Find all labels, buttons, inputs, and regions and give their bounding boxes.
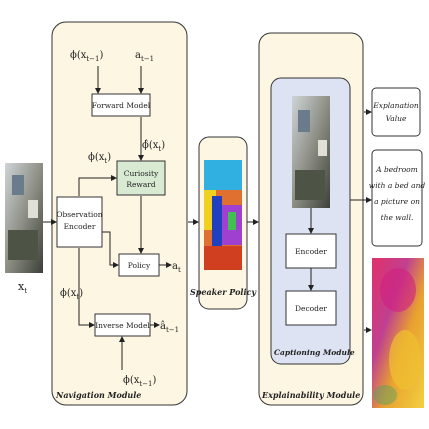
decoder-label: Decoder xyxy=(295,304,327,313)
curiosity-label-line2: Reward xyxy=(126,180,156,189)
phi-prev-bottom-label: ϕ(xt−1) xyxy=(123,375,157,388)
explanation-line1: Explanation xyxy=(372,101,419,110)
phi-xt-lower-label: ϕ(xt) xyxy=(60,288,83,301)
observation-encoder-box xyxy=(56,196,103,248)
forward-model-box xyxy=(91,93,151,117)
caption-output-box xyxy=(371,149,423,247)
caption-line2: with a bed and xyxy=(369,181,426,190)
caption-line3: a picture on xyxy=(374,197,420,206)
input-label-xt: xt xyxy=(18,280,27,295)
arrow-encoder-to-inverse xyxy=(78,248,95,328)
observation-encoder-line1: Observation xyxy=(56,210,102,219)
caption-line4: the wall. xyxy=(381,213,414,222)
speaker-policy-label: Speaker Policy xyxy=(190,287,257,297)
curiosity-label-line1: Curiosity xyxy=(124,169,159,178)
captioning-input-image xyxy=(292,96,330,208)
explanation-value-box xyxy=(371,87,421,137)
a-t-label: at xyxy=(172,261,181,274)
decoder-box xyxy=(285,290,337,326)
a-prev-label: at−1 xyxy=(135,50,154,63)
explanation-line2: Value xyxy=(386,114,407,123)
navigation-module-label: Navigation Module xyxy=(55,390,141,400)
curiosity-reward-box xyxy=(116,160,166,196)
input-image xyxy=(5,163,43,273)
encoder-label: Encoder xyxy=(295,247,327,256)
a-hat-label: ât−1 xyxy=(160,321,179,334)
explainability-module-label: Explainability Module xyxy=(261,390,360,400)
captioning-module-label: Captioning Module xyxy=(274,348,355,357)
phi-prev-top-label: ϕ(xt−1) xyxy=(70,50,104,63)
phi-hat-label: ϕ̂(xt) xyxy=(142,140,165,153)
encoder-box xyxy=(285,233,337,269)
semantic-segmentation-image xyxy=(204,160,242,270)
navigation-module xyxy=(51,21,188,406)
observation-encoder-line2: Encoder xyxy=(64,222,96,231)
forward-model-label: Forward Model xyxy=(92,101,151,110)
policy-label: Policy xyxy=(128,261,151,270)
arrow-encoder-to-policy xyxy=(102,231,119,268)
caption-line1: A bedroom xyxy=(375,165,418,174)
arrow-encoder-to-curiosity xyxy=(78,175,117,196)
phi-xt-upper-label: ϕ(xt) xyxy=(88,152,111,165)
inverse-model-label: Inverse Model xyxy=(95,321,150,330)
attention-heatmap-image xyxy=(372,258,424,408)
